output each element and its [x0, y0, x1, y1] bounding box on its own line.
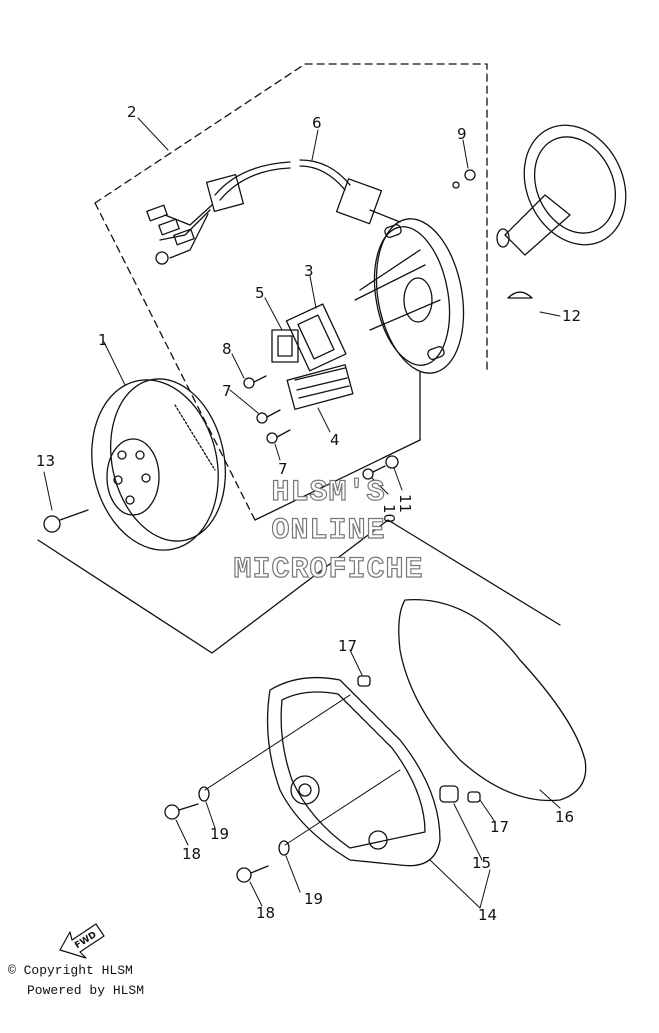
flywheel-rotor [91, 378, 227, 551]
callout-7b: 7 [278, 460, 288, 478]
callout-4: 4 [330, 431, 340, 449]
callout-8: 8 [222, 340, 232, 358]
pickup-coil-3 [285, 303, 347, 372]
callout-17b: 17 [490, 818, 509, 836]
callout-6: 6 [312, 114, 322, 132]
washer-19b [278, 840, 290, 856]
callout-19a: 19 [210, 825, 229, 843]
callout-2: 2 [127, 103, 137, 121]
screw-9 [452, 169, 476, 189]
pickup-coil-5 [271, 329, 299, 363]
wire-harness [146, 159, 401, 265]
dowel-pin-17a [357, 675, 371, 687]
washer-19a [198, 786, 210, 802]
callout-18a: 18 [182, 845, 201, 863]
washer-11 [385, 455, 399, 469]
callout-3: 3 [304, 262, 314, 280]
collar-15 [439, 785, 459, 803]
cover-bolt-18b [236, 865, 269, 883]
crankshaft-end [496, 124, 627, 256]
watermark-line-3: MICROFICHE [233, 552, 424, 587]
generator-cover [266, 676, 441, 867]
powered-by-text: Powered by HLSM [27, 983, 145, 998]
rotor-group-outline [37, 519, 561, 654]
callout-11: 11 [396, 494, 414, 513]
leader-lines [43, 117, 561, 909]
cover-bolt-18a [164, 803, 199, 820]
screw-7a [256, 409, 281, 424]
watermark-line-2: ONLINE [271, 513, 386, 548]
callout-13: 13 [36, 452, 55, 470]
charge-coil-4 [286, 364, 354, 410]
callout-16: 16 [555, 808, 574, 826]
screw-7b [266, 429, 291, 444]
flywheel-bolt-13 [43, 509, 89, 533]
copyright-text: © Copyright HLSM [8, 963, 133, 978]
callout-10: 10 [380, 504, 398, 523]
screw-8 [243, 375, 267, 389]
stator-plate [354, 218, 465, 374]
callout-17a: 17 [338, 637, 357, 655]
stator-assembly-dashed-lower [94, 202, 256, 521]
callout-5: 5 [255, 284, 265, 302]
watermark-line-1: HLSM'S [271, 475, 386, 510]
stator-assembly-dashed-outline [94, 63, 488, 373]
callout-14: 14 [478, 906, 497, 924]
callout-15: 15 [472, 854, 491, 872]
callout-19b: 19 [304, 890, 323, 908]
fwd-arrow [59, 923, 105, 959]
callout-12: 12 [562, 307, 581, 325]
woodruff-key-12 [507, 291, 533, 299]
cover-gasket [398, 599, 587, 802]
callout-18b: 18 [256, 904, 275, 922]
callout-1: 1 [98, 331, 108, 349]
callout-7a: 7 [222, 382, 232, 400]
dowel-pin-17b [467, 791, 481, 803]
screw-10 [362, 465, 386, 480]
callout-9: 9 [457, 125, 467, 143]
